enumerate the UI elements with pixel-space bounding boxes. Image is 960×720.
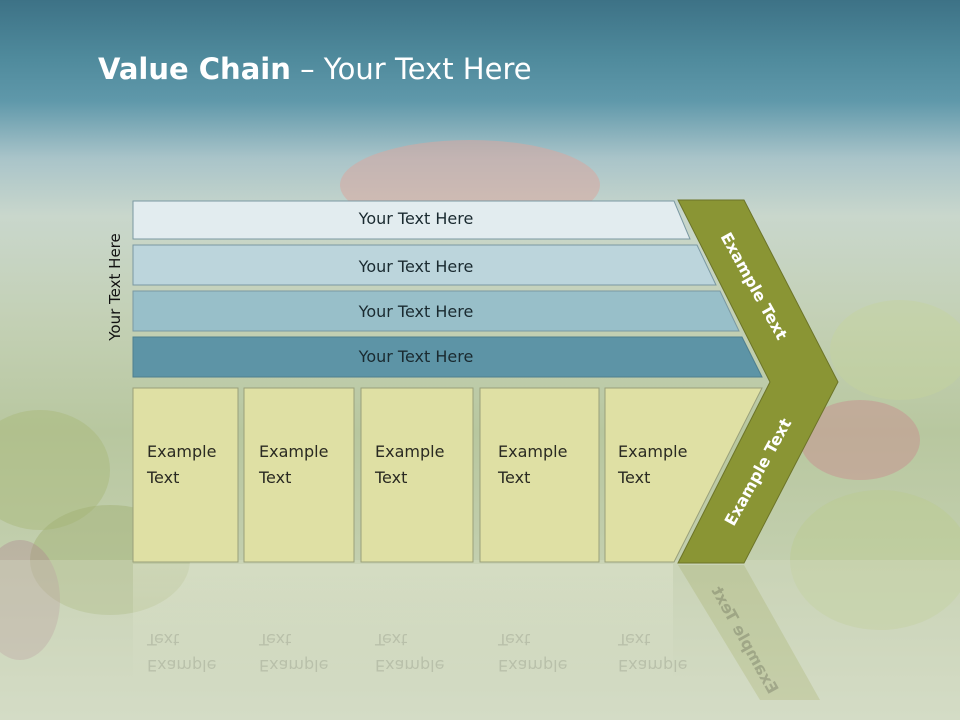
bar-4	[132, 336, 763, 378]
cell-text-4: Example Text	[498, 442, 568, 487]
bar-label-2: Your Text Here	[358, 257, 474, 276]
cell-reflection-1: Example Text	[147, 630, 217, 675]
cell-2	[243, 387, 355, 563]
cell-reflection-2: Example Text	[259, 630, 329, 675]
title-bold: Value Chain	[98, 52, 291, 86]
cell-text-1: Example Text	[147, 442, 217, 487]
bar-1	[132, 200, 691, 240]
bar-3	[132, 290, 740, 332]
bar-label-4: Your Text Here	[358, 347, 474, 366]
cell-text-2: Example Text	[259, 442, 329, 487]
bar-2	[132, 244, 717, 286]
chevron	[677, 199, 839, 564]
cell-5	[604, 387, 763, 563]
chevron-reflection	[678, 565, 820, 700]
title-rest: – Your Text Here	[290, 52, 532, 86]
cells-reflection	[133, 564, 673, 684]
cell-reflection-5: Example Text	[618, 630, 688, 675]
cell-text-5: Example Text	[618, 442, 688, 487]
cell-reflection-3: Example Text	[375, 630, 445, 675]
cell-reflection-4: Example Text	[498, 630, 568, 675]
bar-label-3: Your Text Here	[358, 302, 474, 321]
bar-label-1: Your Text Here	[358, 209, 474, 228]
slide-title: Value Chain – Your Text Here	[98, 52, 532, 86]
cell-4	[479, 387, 600, 563]
cell-1	[132, 387, 239, 563]
cell-text-3: Example Text	[375, 442, 445, 487]
cell-3	[360, 387, 474, 563]
